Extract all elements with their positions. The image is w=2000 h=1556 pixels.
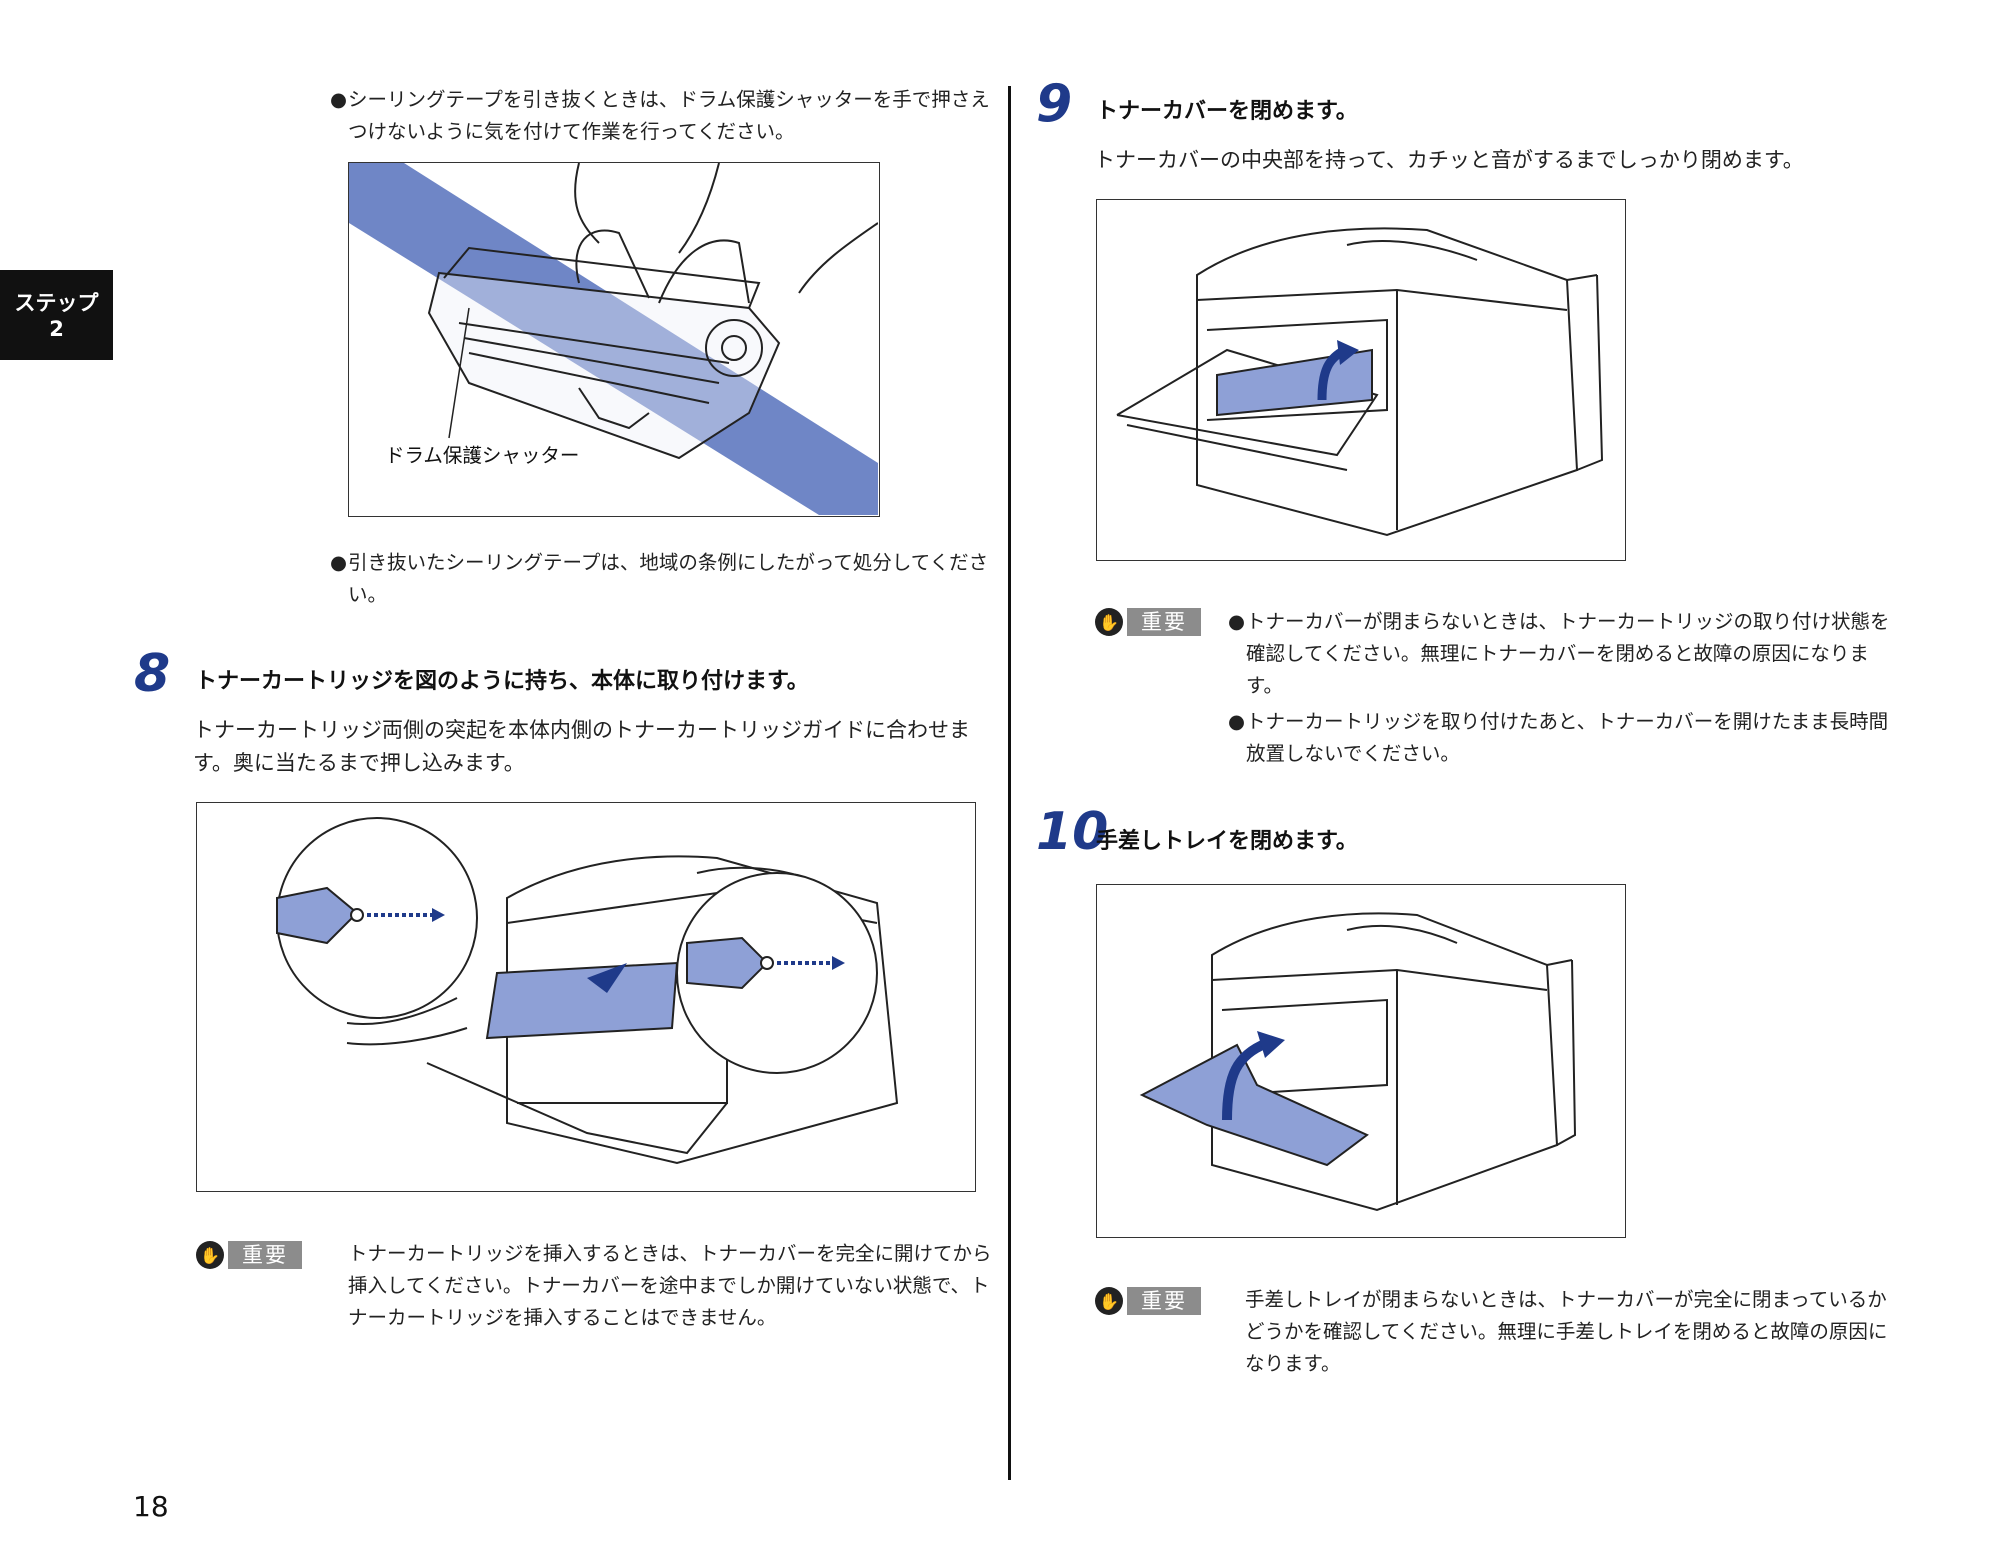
step-body: トナーカートリッジ両側の突起を本体内側のトナーカートリッジガイドに合わせます。奥… [193, 718, 970, 775]
important-label: 重要 [1127, 608, 1201, 636]
hand-stop-icon: ✋ [1095, 1287, 1123, 1315]
bullet-text: 引き抜いたシーリングテープは、地域の条例にしたがって処分してください。 [348, 551, 989, 606]
figure-drum-shutter: ドラム保護シャッター [348, 162, 880, 517]
important-label: 重要 [228, 1241, 302, 1269]
important-badge: ✋ 重要 [1095, 1286, 1205, 1316]
important-label: 重要 [1127, 1287, 1201, 1315]
bullet-dot: ● [330, 551, 348, 574]
step-title: 手差しトレイを閉めます。 [1096, 829, 1358, 854]
chapter-tab: ステップ 2 [0, 270, 113, 360]
bullet-text: トナーカートリッジを取り付けたあと、トナーカバーを開けたまま長時間放置しないでく… [1246, 710, 1889, 765]
bullet-dot: ● [1228, 610, 1246, 633]
hand-stop-icon: ✋ [1095, 608, 1123, 636]
figure-close-toner-cover [1096, 199, 1626, 561]
bullet-text: シーリングテープを引き抜くときは、ドラム保護シャッターを手で押さえつけないように… [348, 88, 990, 143]
chapter-tab-number: 2 [49, 317, 64, 341]
figure-caption: ドラム保護シャッター [385, 444, 580, 467]
important-badge: ✋ 重要 [196, 1240, 306, 1270]
bullet-dot: ● [1228, 710, 1246, 733]
column-divider [1008, 86, 1011, 1480]
important-badge: ✋ 重要 [1095, 607, 1205, 637]
bullet-text: トナーカバーが閉まらないときは、トナーカートリッジの取り付け状態を確認してくださ… [1246, 610, 1890, 697]
chapter-tab-label: ステップ [14, 291, 99, 315]
printer-close-cover-illustration [1116, 227, 1604, 537]
bullet-sealing-tape: ● シーリングテープを引き抜くときは、ドラム保護シャッターを手で押さえつけないよ… [330, 84, 990, 150]
important-note-text: トナーカートリッジを挿入するときは、トナーカバーを完全に開けてから挿入してくださ… [348, 1242, 992, 1329]
printer-close-tray-illustration [1139, 912, 1577, 1212]
cartridge-illustration [349, 162, 879, 515]
step-title: トナーカートリッジを図のように持ち、本体に取り付けます。 [195, 669, 809, 694]
figure-insert-cartridge [196, 802, 976, 1192]
important-note-item: ● トナーカバーが閉まらないときは、トナーカートリッジの取り付け状態を確認してく… [1228, 606, 1894, 704]
bullet-dispose-tape: ● 引き抜いたシーリングテープは、地域の条例にしたがって処分してください。 [330, 547, 990, 613]
hand-stop-icon: ✋ [196, 1241, 224, 1269]
important-note-item: ● トナーカートリッジを取り付けたあと、トナーカバーを開けたまま長時間放置しない… [1228, 706, 1894, 772]
figure-close-manual-tray [1096, 884, 1626, 1238]
step-number: 9 [1036, 74, 1073, 134]
step-number: 8 [134, 644, 171, 704]
important-note-text: 手差しトレイが閉まらないときは、トナーカバーが完全に閉まっているかどうかを確認し… [1245, 1288, 1888, 1375]
step-number: 10 [1036, 802, 1109, 862]
step-title: トナーカバーを閉めます。 [1096, 99, 1358, 124]
step-body: トナーカバーの中央部を持って、カチッと音がするまでしっかり閉めます。 [1094, 148, 1804, 172]
printer-insert-illustration [276, 817, 899, 1165]
bullet-dot: ● [330, 88, 348, 111]
page-number: 18 [133, 1490, 169, 1523]
